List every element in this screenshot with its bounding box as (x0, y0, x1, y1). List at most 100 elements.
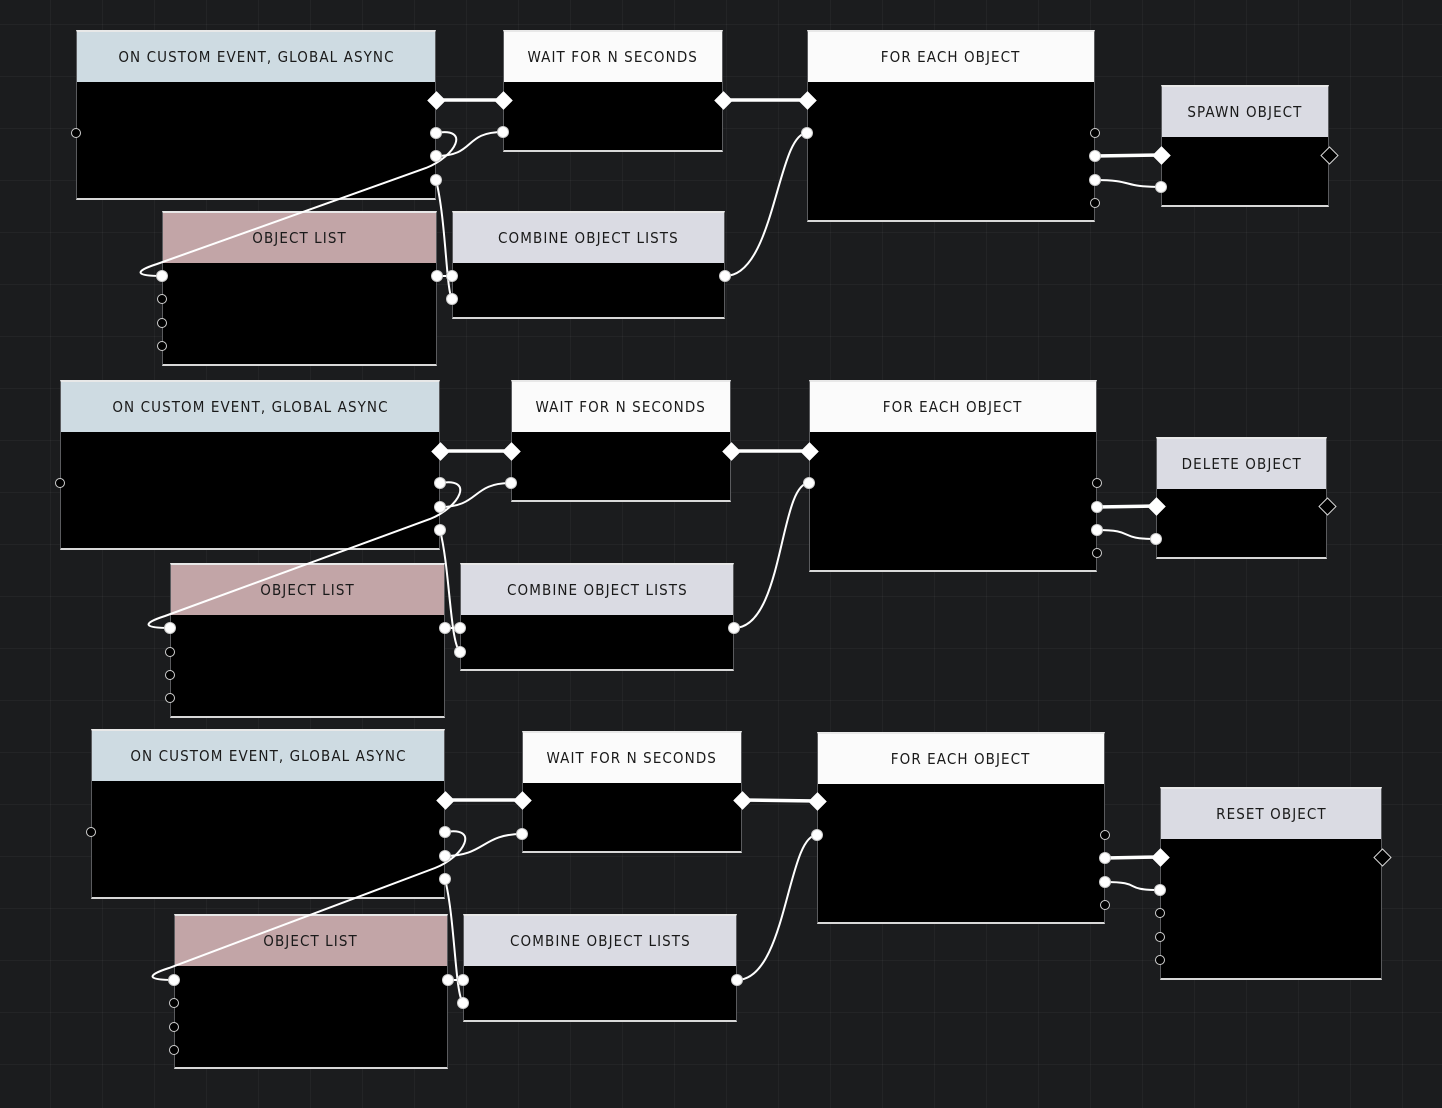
object-list-node[interactable]: OBJECT LIST (174, 914, 448, 1069)
action-node[interactable]: DELETE OBJECT (1156, 437, 1327, 559)
event-node[interactable]: ON CUSTOM EVENT, GLOBAL ASYNC (91, 729, 445, 899)
node-header[interactable]: DELETE OBJECT (1157, 439, 1326, 489)
input-pin[interactable] (157, 318, 167, 328)
input-pin[interactable] (455, 647, 465, 657)
node-header[interactable]: FOR EACH OBJECT (818, 734, 1104, 784)
input-pin[interactable] (1155, 955, 1165, 965)
input-pin[interactable] (157, 271, 167, 281)
data-wire[interactable] (1104, 881, 1161, 891)
input-pin[interactable] (169, 975, 179, 985)
output-pin[interactable] (1090, 151, 1100, 161)
event-node[interactable]: ON CUSTOM EVENT, GLOBAL ASYNC (60, 380, 440, 550)
node-header[interactable]: COMBINE OBJECT LISTS (453, 213, 724, 263)
node-header[interactable]: WAIT FOR N SECONDS (512, 382, 730, 432)
output-pin[interactable] (1100, 900, 1110, 910)
node-header[interactable]: ON CUSTOM EVENT, GLOBAL ASYNC (92, 731, 444, 781)
output-pin[interactable] (1100, 853, 1110, 863)
seconds-pin[interactable] (517, 829, 527, 839)
exec-wire[interactable] (740, 798, 819, 803)
output-pin[interactable] (440, 827, 450, 837)
combine-lists-node[interactable]: COMBINE OBJECT LISTS (452, 211, 725, 319)
input-pin[interactable] (458, 975, 468, 985)
combine-lists-node[interactable]: COMBINE OBJECT LISTS (460, 563, 734, 671)
input-pin[interactable] (447, 294, 457, 304)
input-pin[interactable] (169, 1045, 179, 1055)
objects-pin[interactable] (804, 478, 814, 488)
input-pin[interactable] (1151, 534, 1161, 544)
input-pin[interactable] (157, 294, 167, 304)
data-wire[interactable] (435, 179, 453, 300)
identifier-pin[interactable] (71, 128, 81, 138)
input-pin[interactable] (165, 623, 175, 633)
output-pin[interactable] (440, 623, 450, 633)
for-each-node[interactable]: FOR EACH OBJECT (807, 30, 1095, 222)
output-pin[interactable] (432, 271, 442, 281)
output-pin[interactable] (1090, 175, 1100, 185)
action-node[interactable]: RESET OBJECT (1160, 787, 1382, 980)
node-header[interactable]: FOR EACH OBJECT (808, 32, 1094, 82)
output-pin[interactable] (443, 975, 453, 985)
input-pin[interactable] (458, 998, 468, 1008)
identifier-pin[interactable] (55, 478, 65, 488)
input-pin[interactable] (169, 1022, 179, 1032)
output-pin[interactable] (1092, 548, 1102, 558)
node-header[interactable]: OBJECT LIST (175, 916, 447, 966)
output-pin[interactable] (435, 525, 445, 535)
data-wire[interactable] (439, 482, 512, 508)
input-pin[interactable] (447, 271, 457, 281)
node-header[interactable]: WAIT FOR N SECONDS (504, 32, 722, 82)
output-pin[interactable] (1100, 877, 1110, 887)
node-header[interactable]: FOR EACH OBJECT (810, 382, 1096, 432)
output-pin[interactable] (435, 478, 445, 488)
output-pin[interactable] (440, 851, 450, 861)
node-header[interactable]: RESET OBJECT (1161, 789, 1381, 839)
output-pin[interactable] (1092, 478, 1102, 488)
node-header[interactable]: WAIT FOR N SECONDS (523, 733, 741, 783)
objects-pin[interactable] (812, 830, 822, 840)
input-pin[interactable] (157, 341, 167, 351)
output-pin[interactable] (431, 175, 441, 185)
node-header[interactable]: COMBINE OBJECT LISTS (461, 565, 733, 615)
input-pin[interactable] (1155, 885, 1165, 895)
input-pin[interactable] (1155, 932, 1165, 942)
identifier-pin[interactable] (86, 827, 96, 837)
output-pin[interactable] (1090, 198, 1100, 208)
input-pin[interactable] (1156, 182, 1166, 192)
object-list-node[interactable]: OBJECT LIST (170, 563, 445, 718)
node-header[interactable]: ON CUSTOM EVENT, GLOBAL ASYNC (61, 382, 439, 432)
output-pin[interactable] (1092, 502, 1102, 512)
node-header[interactable]: OBJECT LIST (163, 213, 436, 263)
wait-node[interactable]: WAIT FOR N SECONDS (503, 30, 723, 152)
for-each-node[interactable]: FOR EACH OBJECT (817, 732, 1105, 924)
event-node[interactable]: ON CUSTOM EVENT, GLOBAL ASYNC (76, 30, 436, 200)
output-pin[interactable] (729, 623, 739, 633)
input-pin[interactable] (165, 647, 175, 657)
output-pin[interactable] (1100, 830, 1110, 840)
data-wire[interactable] (736, 834, 818, 981)
output-pin[interactable] (431, 151, 441, 161)
input-pin[interactable] (455, 623, 465, 633)
action-node[interactable]: SPAWN OBJECT (1161, 85, 1329, 207)
output-pin[interactable] (720, 271, 730, 281)
input-pin[interactable] (165, 693, 175, 703)
input-pin[interactable] (1155, 908, 1165, 918)
wait-node[interactable]: WAIT FOR N SECONDS (522, 731, 742, 853)
data-wire[interactable] (435, 131, 504, 157)
output-pin[interactable] (431, 128, 441, 138)
data-wire[interactable] (733, 482, 810, 629)
output-pin[interactable] (1090, 128, 1100, 138)
data-wire[interactable] (724, 132, 808, 277)
object-list-node[interactable]: OBJECT LIST (162, 211, 437, 366)
node-header[interactable]: COMBINE OBJECT LISTS (464, 916, 736, 966)
input-pin[interactable] (165, 670, 175, 680)
input-pin[interactable] (169, 998, 179, 1008)
output-pin[interactable] (732, 975, 742, 985)
output-pin[interactable] (1092, 525, 1102, 535)
wait-node[interactable]: WAIT FOR N SECONDS (511, 380, 731, 502)
node-header[interactable]: ON CUSTOM EVENT, GLOBAL ASYNC (77, 32, 435, 82)
objects-pin[interactable] (802, 128, 812, 138)
for-each-node[interactable]: FOR EACH OBJECT (809, 380, 1097, 572)
data-wire[interactable] (444, 833, 523, 857)
data-wire[interactable] (1094, 179, 1162, 188)
output-pin[interactable] (440, 874, 450, 884)
